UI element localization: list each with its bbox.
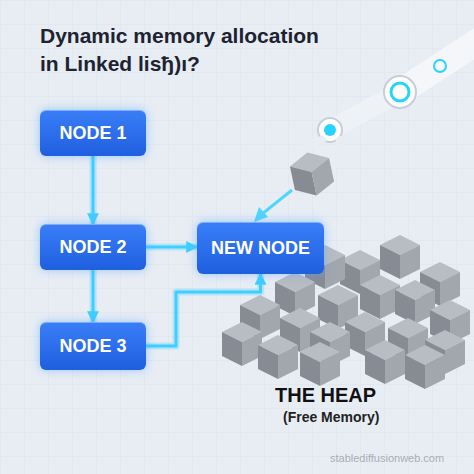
- watermark: stablediffusionweb.com: [330, 452, 444, 464]
- pointer-arrow: [92, 156, 95, 224]
- drop-arrow: [262, 190, 292, 214]
- diagram-title: Dynamic memory allocation in Linked lisђ…: [40, 22, 340, 79]
- pointer-arrow: [146, 274, 261, 346]
- list-node-box: NEW NODE: [197, 222, 324, 274]
- node-label: NODE 1: [49, 123, 136, 144]
- node-label: NEW NODE: [201, 238, 320, 259]
- list-node-box: NODE 1: [40, 110, 146, 156]
- node-label: NODE 3: [49, 336, 136, 357]
- list-node-box: NODE 3: [40, 322, 146, 370]
- pointer-arrow: [92, 270, 95, 322]
- robot-arm: [288, 40, 474, 200]
- node-label: NODE 2: [49, 237, 136, 258]
- heap-label: (Free Memory): [283, 409, 379, 425]
- list-node-box: NODE 2: [40, 224, 146, 270]
- heap-label: THE HEAP: [275, 384, 376, 407]
- pointer-arrow: [146, 246, 197, 249]
- connector-glow: [146, 244, 197, 251]
- drop-arrowhead: [254, 207, 268, 222]
- connector-glow: [146, 274, 261, 346]
- connector-glow: [90, 156, 97, 224]
- connector-glow: [90, 270, 97, 322]
